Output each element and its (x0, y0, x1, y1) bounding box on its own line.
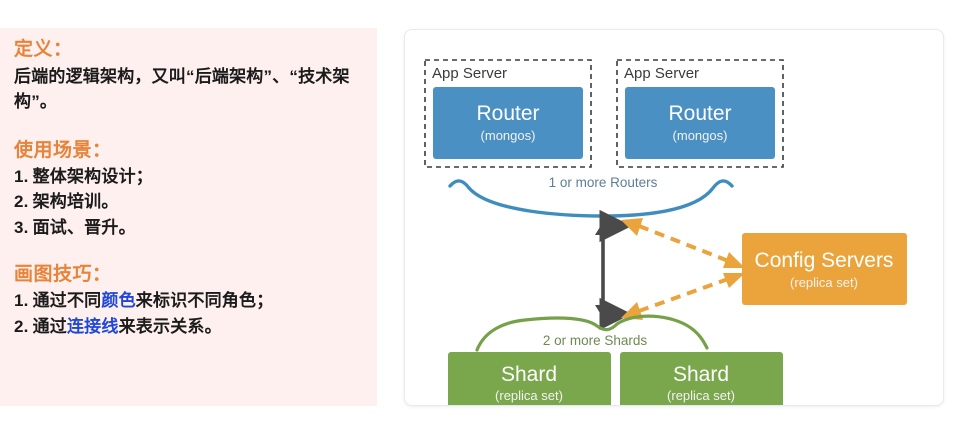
list-item: 3.面试、晋升。 (14, 215, 363, 241)
shard-2: Shard (replica set) (620, 352, 783, 405)
app-server-1: App Server Router (mongos) (424, 59, 592, 168)
router-2-title: Router (668, 102, 731, 125)
router-config-arrow-head-left (621, 218, 643, 236)
shards-brace: 2 or more Shards (475, 314, 709, 352)
app-server-1-label: App Server (432, 65, 507, 82)
shard-2-box[interactable] (620, 352, 783, 405)
router-1-box[interactable] (433, 87, 583, 159)
app-server-2: App Server Router (mongos) (616, 59, 784, 168)
list-item-number: 2. (14, 316, 29, 336)
config-servers: Config Servers (replica set) (742, 233, 907, 305)
mongodb-sharding-diagram-card: App Server Router (mongos) App Server Ro… (404, 29, 944, 406)
app-server-1-dashed-border (424, 59, 592, 168)
use-cases-list: 1.整体架构设计； 2.架构培训。 3.面试、晋升。 (14, 164, 363, 241)
config-servers-subtitle: (replica set) (790, 275, 858, 290)
notes-panel: 定义： 后端的逻辑架构，又叫“后端架构”、“技术架构”。 使用场景： 1.整体架… (0, 28, 377, 406)
shard-1-title: Shard (501, 363, 557, 386)
shards-brace-label: 2 or more Shards (543, 333, 648, 348)
list-item-keyword: 连接线 (66, 316, 119, 336)
list-item-text: 整体架构设计； (32, 166, 153, 186)
router-2-box[interactable] (625, 87, 775, 159)
arrow-head-down (595, 305, 611, 318)
list-item-keyword: 颜色 (101, 290, 136, 310)
shard-1: Shard (replica set) (448, 352, 611, 405)
definition-body: 后端的逻辑架构，又叫“后端架构”、“技术架构”。 (14, 66, 350, 112)
use-cases-heading: 使用场景： (14, 139, 112, 161)
sharding-diagram: App Server Router (mongos) App Server Ro… (424, 59, 907, 405)
list-item-text: 面试、晋升。 (32, 218, 136, 238)
shard-config-dashed-line (638, 276, 732, 313)
routers-brace-label: 1 or more Routers (549, 175, 658, 190)
shard-config-dashed-arrow (621, 273, 745, 320)
list-item: 2.架构培训。 (14, 189, 363, 215)
drawing-tips-heading: 画图技巧： (14, 263, 112, 285)
list-item-text-post: 来表示关系。 (118, 316, 222, 336)
router-1-title: Router (476, 102, 539, 125)
spacer-2 (14, 241, 363, 263)
router-config-arrow-head-right (723, 252, 745, 268)
list-item-text-pre: 通过 (32, 316, 67, 336)
shard-2-subtitle: (replica set) (667, 388, 735, 403)
router-config-dashed-arrow (621, 218, 745, 268)
app-server-2-dashed-border (616, 59, 784, 168)
config-servers-box[interactable] (742, 233, 907, 305)
list-item: 1.整体架构设计； (14, 164, 363, 190)
definition-section: 定义： 后端的逻辑架构，又叫“后端架构”、“技术架构”。 (14, 38, 363, 115)
list-item-text-pre: 通过不同 (32, 290, 102, 310)
list-item: 2.通过连接线来表示关系。 (14, 314, 363, 340)
list-item-number: 1. (14, 166, 29, 186)
use-cases-section: 使用场景： 1.整体架构设计； 2.架构培训。 3.面试、晋升。 (14, 139, 363, 241)
router-config-dashed-line (638, 224, 732, 264)
list-item-text: 架构培训。 (32, 192, 119, 212)
list-item-text-post: 来标识不同角色； (135, 290, 274, 310)
list-item-number: 1. (14, 290, 29, 310)
list-item-number: 3. (14, 218, 29, 238)
arrow-head-up (595, 222, 611, 235)
drawing-tips-section: 画图技巧： 1.通过不同颜色来标识不同角色； 2.通过连接线来表示关系。 (14, 263, 363, 339)
shards-brace-path (475, 314, 709, 352)
router-2-subtitle: (mongos) (673, 128, 728, 143)
list-item-number: 2. (14, 192, 29, 212)
config-servers-title: Config Servers (755, 249, 894, 272)
drawing-tips-list: 1.通过不同颜色来标识不同角色； 2.通过连接线来表示关系。 (14, 288, 363, 340)
shard-1-box[interactable] (448, 352, 611, 405)
spacer-1 (14, 115, 363, 139)
app-server-2-label: App Server (624, 65, 699, 82)
shard-2-title: Shard (673, 363, 729, 386)
router-shard-connector-arrow (595, 209, 632, 331)
definition-heading: 定义： (14, 39, 73, 60)
router-1-subtitle: (mongos) (481, 128, 536, 143)
routers-brace: 1 or more Routers (448, 175, 734, 218)
shard-config-arrow-head-right (723, 273, 745, 288)
list-item: 1.通过不同颜色来标识不同角色； (14, 288, 363, 314)
shard-1-subtitle: (replica set) (495, 388, 563, 403)
